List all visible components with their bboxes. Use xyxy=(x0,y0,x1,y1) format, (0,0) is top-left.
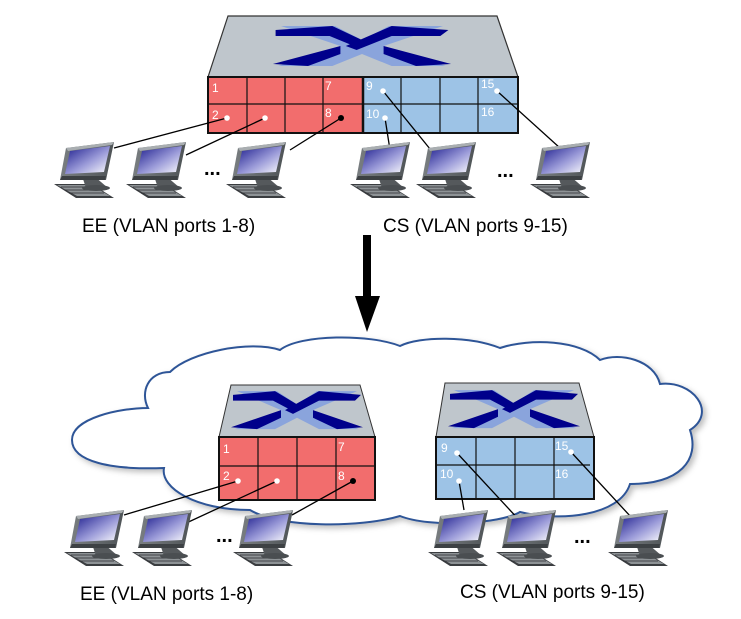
ellipsis: ... xyxy=(204,158,221,180)
ellipsis: ... xyxy=(497,160,514,182)
port-label: 15 xyxy=(555,439,569,453)
computer-icon xyxy=(53,141,115,199)
top-section: 1 7 2 8 9 15 10 16 ... ... EE xyxy=(53,15,591,237)
switch-x-logo-icon xyxy=(448,390,580,429)
port-label: 8 xyxy=(338,469,345,483)
port-label: 2 xyxy=(223,469,230,483)
port-label: 16 xyxy=(481,105,495,119)
port-label: 7 xyxy=(338,440,345,454)
port-label: 1 xyxy=(212,81,219,95)
port-label: 10 xyxy=(366,107,380,121)
computer-icon xyxy=(607,509,669,567)
cloud-icon xyxy=(70,336,703,526)
switch-x-logo-icon xyxy=(272,26,452,66)
port-label: 9 xyxy=(366,79,373,93)
ellipsis: ... xyxy=(216,525,233,547)
port-label: 1 xyxy=(223,442,230,456)
switch-x-logo-icon xyxy=(231,391,363,430)
computer-icon xyxy=(529,141,591,199)
computer-icon xyxy=(415,141,477,199)
computer-icon xyxy=(63,509,125,567)
ee-label: EE (VLAN ports 1-8) xyxy=(82,216,255,237)
cs-label: CS (VLAN ports 9-15) xyxy=(460,582,645,603)
ellipsis: ... xyxy=(574,526,591,548)
cs-label: CS (VLAN ports 9-15) xyxy=(383,216,568,237)
port-label: 15 xyxy=(481,77,495,91)
cables xyxy=(123,451,632,526)
computer-icon xyxy=(131,509,193,567)
port-label: 8 xyxy=(325,106,332,120)
port-label: 10 xyxy=(440,467,454,481)
port-label: 9 xyxy=(441,441,448,455)
computer-icon xyxy=(232,509,294,567)
bottom-section: 1 7 2 8 9 15 10 16 xyxy=(63,336,703,605)
computer-icon xyxy=(125,141,187,199)
computer-icon xyxy=(349,141,411,199)
port-label: 2 xyxy=(212,108,219,122)
port-label: 16 xyxy=(555,467,569,481)
ee-label: EE (VLAN ports 1-8) xyxy=(80,584,253,605)
down-arrow-icon xyxy=(355,235,380,332)
computer-icon xyxy=(225,141,287,199)
port-label: 7 xyxy=(325,79,332,93)
